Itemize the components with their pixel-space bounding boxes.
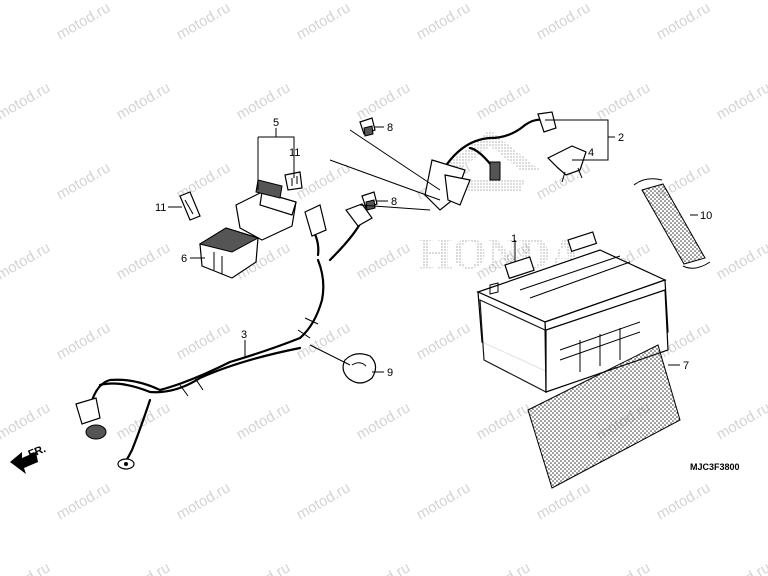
battery-band: [633, 178, 711, 269]
watermark-text: motod.ru: [54, 479, 114, 523]
watermark-text: motod.ru: [354, 79, 414, 123]
watermark-text: motod.ru: [0, 559, 53, 576]
leader-lines: [168, 119, 698, 373]
watermark-text: motod.ru: [414, 0, 474, 43]
callouts: 1 2 3 4 5 6 7 8 8 9 10 11 11: [155, 117, 712, 379]
watermark-text: motod.ru: [114, 79, 174, 123]
battery: [476, 231, 669, 393]
callout-11-left: 11: [155, 202, 166, 214]
watermark-text: motod.ru: [54, 319, 114, 363]
watermark-text: motod.ru: [0, 239, 53, 283]
watermark-text: motod.ru: [234, 399, 294, 443]
watermark-text: motod.ru: [714, 79, 768, 123]
watermark-text: motod.ru: [414, 319, 474, 363]
watermark-text: motod.ru: [714, 399, 768, 443]
fuse: [179, 191, 201, 221]
watermark-text: motod.ru: [114, 239, 174, 283]
watermark-text: motod.ru: [354, 239, 414, 283]
watermark-text: motod.ru: [534, 0, 594, 43]
watermark-text: motod.ru: [294, 159, 354, 203]
watermark-text: motod.ru: [654, 0, 714, 43]
watermark-text: motod.ru: [594, 559, 654, 576]
callout-10: 10: [700, 210, 712, 222]
callout-3: 3: [241, 329, 247, 341]
wire-harness: [75, 203, 373, 470]
bolt-lower: [361, 191, 378, 211]
watermark-text: motod.ru: [714, 559, 768, 576]
bolt-upper: [359, 117, 376, 137]
wire-clamp: [342, 353, 377, 384]
drawing-code: MJC3F3800: [690, 462, 740, 472]
watermark-text: motod.ru: [474, 399, 534, 443]
battery-pad: [527, 344, 681, 489]
callout-2: 2: [618, 132, 624, 144]
front-arrow: FR.: [10, 443, 48, 474]
front-arrow-label: FR.: [27, 443, 48, 461]
honda-logo: HONDA: [418, 130, 582, 278]
callout-11-upper: 11: [289, 147, 300, 159]
watermark-text: motod.ru: [414, 479, 474, 523]
watermark-text: motod.ru: [174, 0, 234, 43]
watermark-text: motod.ru: [534, 479, 594, 523]
watermark-text: motod.ru: [294, 0, 354, 43]
watermark-text: motod.ru: [54, 159, 114, 203]
callout-8-lower: 8: [391, 196, 397, 208]
callout-7: 7: [683, 360, 689, 372]
watermark-text: motod.ru: [474, 79, 534, 123]
watermark-text: motod.ru: [294, 319, 354, 363]
watermark-text: motod.ru: [654, 479, 714, 523]
starter-relay: [235, 171, 303, 241]
watermark-text: motod.ru: [714, 239, 768, 283]
watermark-text: motod.ru: [234, 79, 294, 123]
callout-8-upper: 8: [387, 122, 393, 134]
watermark-text: motod.ru: [234, 559, 294, 576]
terminal-cable: [424, 111, 587, 211]
callout-5: 5: [273, 117, 279, 129]
callout-1: 1: [511, 233, 517, 245]
watermark-text: motod.ru: [174, 479, 234, 523]
watermark-text: motod.ru: [54, 0, 114, 43]
watermark-text: motod.ru: [354, 559, 414, 576]
watermark-text: motod.ru: [594, 79, 654, 123]
watermark-text: motod.ru: [294, 479, 354, 523]
watermark-text: motod.ru: [0, 399, 53, 443]
watermark-text: motod.ru: [0, 79, 53, 123]
relay-cover: [198, 227, 260, 279]
watermark-text: motod.ru: [174, 319, 234, 363]
callout-9: 9: [387, 367, 393, 379]
watermark-text: motod.ru: [354, 399, 414, 443]
callout-4: 4: [588, 147, 594, 159]
watermark-text: motod.ru: [114, 559, 174, 576]
callout-6: 6: [181, 253, 187, 265]
front-arrow-icon: [10, 452, 38, 474]
watermark-text: motod.ru: [474, 559, 534, 576]
